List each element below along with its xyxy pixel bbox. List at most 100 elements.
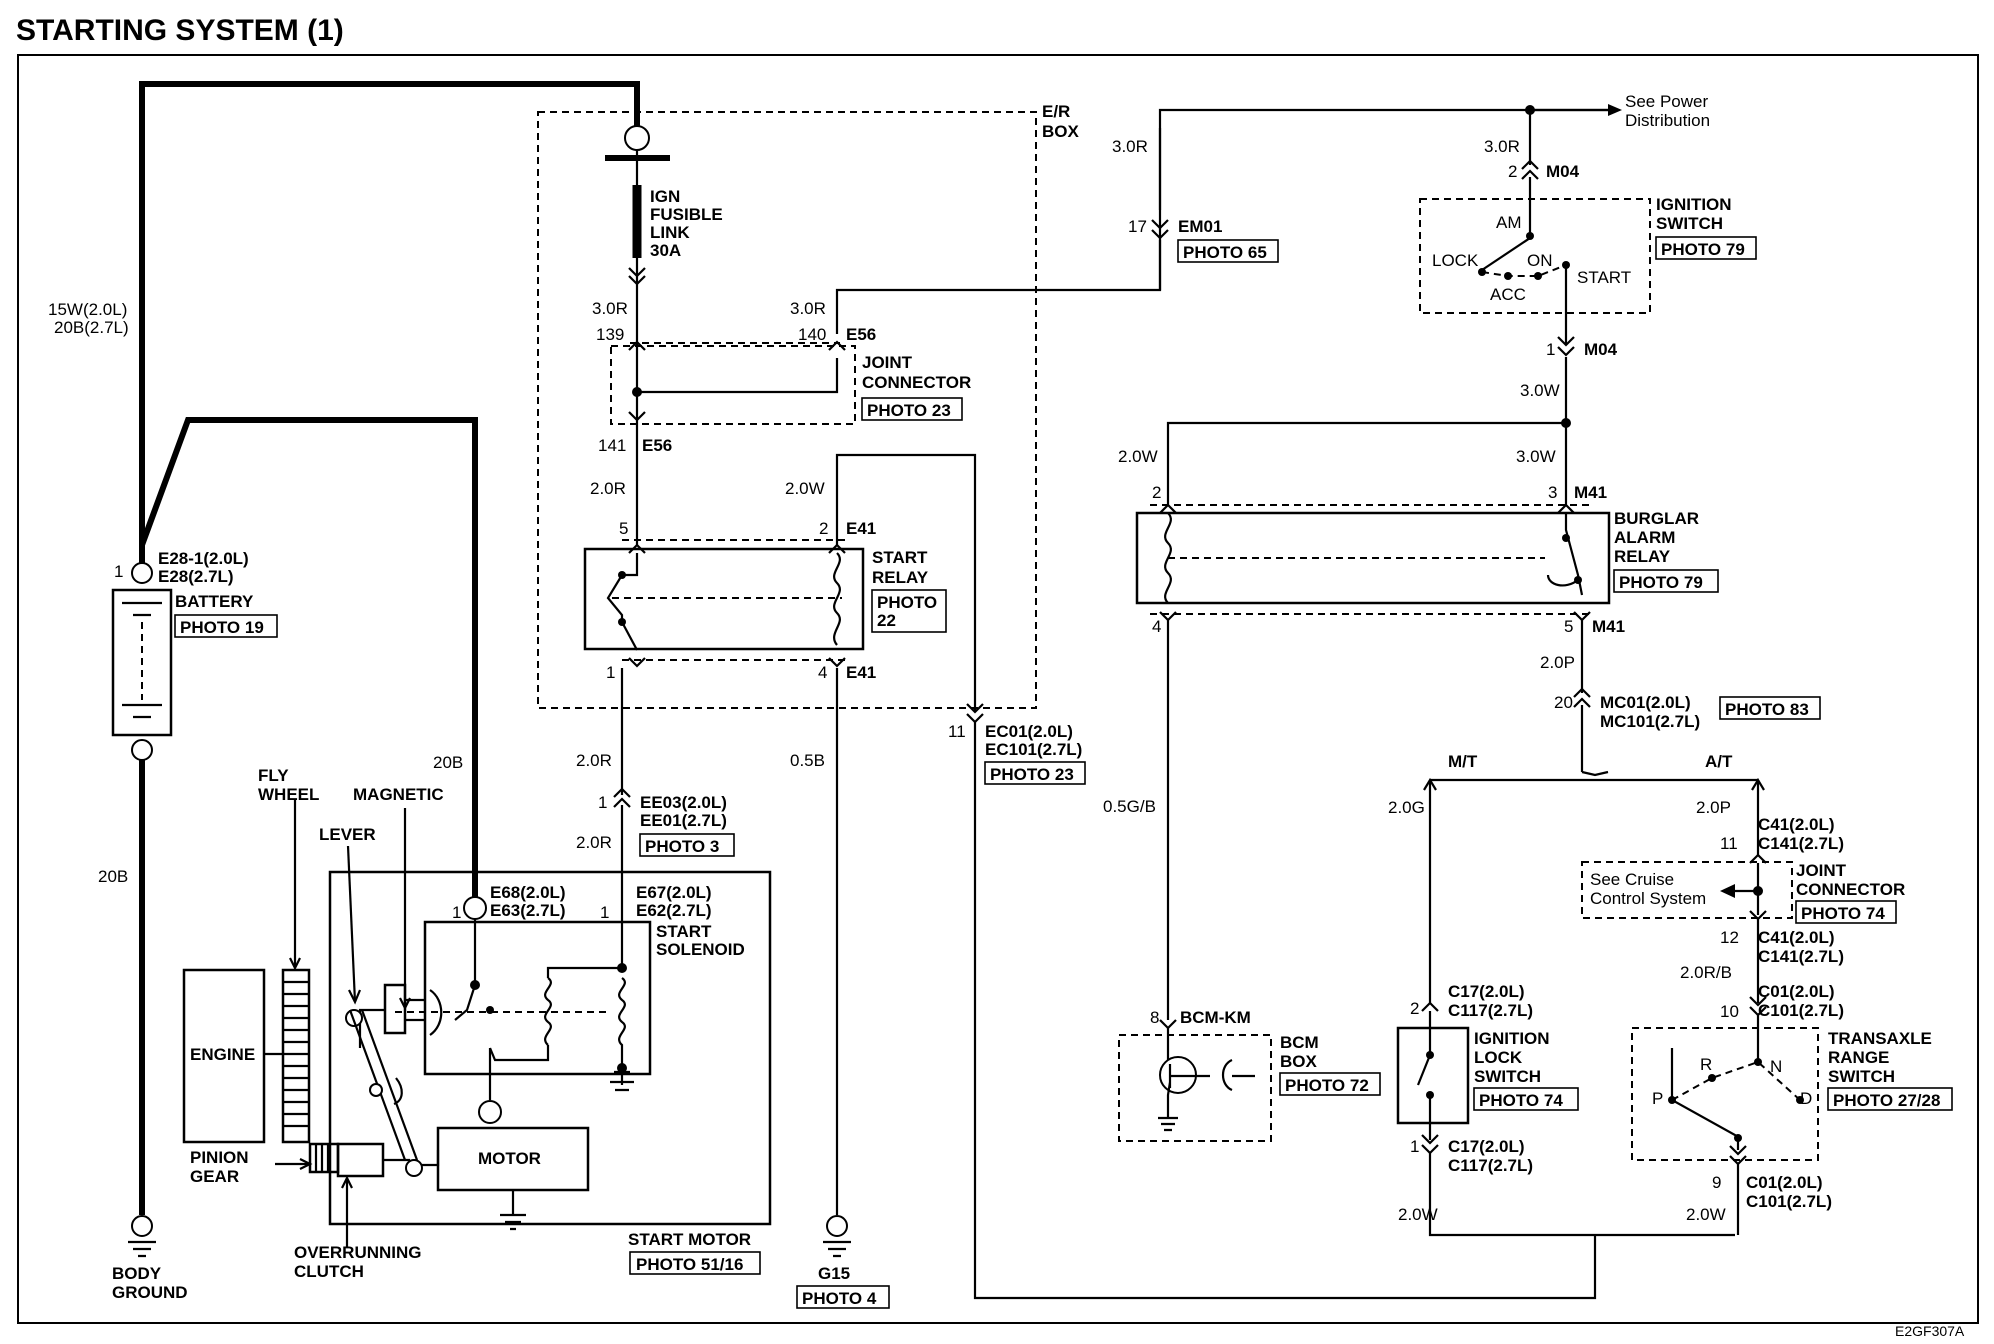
mt-label: M/T [1448, 752, 1478, 771]
battery-photo-box [174, 614, 278, 638]
motor-brush-terminal [478, 1100, 502, 1124]
relay-pin1: 1 [606, 663, 615, 682]
solenoid-label-b: SOLENOID [656, 940, 745, 959]
pinion-gear [308, 1142, 340, 1174]
engine-label: ENGINE [190, 1045, 255, 1064]
mc-photo-box [1719, 696, 1821, 720]
battery-conn-a: E28-1(2.0L) [158, 549, 249, 568]
g15-photo: PHOTO 4 [802, 1289, 877, 1308]
start-solenoid-box [423, 920, 652, 1076]
relay-pin4: 4 [818, 663, 827, 682]
em01-photo-box [1177, 239, 1279, 263]
ec01-conn-a: EC01(2.0L) [985, 722, 1073, 741]
relay-wire-in: 2.0R [590, 479, 626, 498]
g15-label: G15 [818, 1264, 850, 1283]
transaxle-range-switch-box [1631, 1027, 1819, 1161]
ec01-section: 11 EC01(2.0L) EC101(2.7L) PHOTO 23 [948, 700, 1597, 1300]
mt-photo-box [1473, 1087, 1579, 1111]
ignition-lock-switch-box [1396, 1026, 1470, 1125]
e67-pin: 1 [600, 903, 609, 922]
battery-body [111, 588, 173, 737]
ign-start: START [1577, 268, 1631, 287]
bcm-box [1118, 1034, 1272, 1142]
burglar-pin4: 4 [1152, 617, 1161, 636]
overrunning-clutch [336, 1142, 385, 1178]
er-joint-photo-box [861, 397, 963, 421]
er-box-section: E/R BOX IGN FUSIBLE LINK 30A 3.0R 3.0R 1… [537, 102, 1162, 709]
ec01-photo: PHOTO 23 [990, 765, 1074, 784]
magnetic-plunger [383, 983, 407, 1035]
bcm-label-b: BOX [1280, 1052, 1318, 1071]
er-conn-e56-top: E56 [846, 325, 876, 344]
ign-photo: PHOTO 79 [1661, 240, 1745, 259]
burglar-wire-left: 2.0W [1118, 447, 1158, 466]
solenoid-label-a: START [656, 922, 712, 941]
at-wire-rb: 2.0R/B [1680, 963, 1732, 982]
at-joint-photo-box [1795, 900, 1897, 924]
fly-wheel-label-b: WHEEL [258, 785, 319, 804]
at-c41-a: C41(2.0L) [1758, 815, 1835, 834]
at-label: A/T [1705, 752, 1733, 771]
em01-wire: 3.0R [1112, 137, 1148, 156]
er-pin-139: 139 [596, 325, 624, 344]
er-joint-photo: PHOTO 23 [867, 401, 951, 420]
range-photo-box [1827, 1087, 1953, 1111]
em01-conn: EM01 [1178, 217, 1222, 236]
start-motor-box [328, 870, 772, 1226]
battery-wire-motor: 20B [433, 753, 463, 772]
burglar-pin5: 5 [1564, 617, 1573, 636]
mc-photo: PHOTO 83 [1725, 700, 1809, 719]
range-label-a: TRANSAXLE [1828, 1029, 1932, 1048]
g15-terminal [826, 1215, 848, 1237]
burglar-conn-top: M41 [1574, 483, 1607, 502]
burglar-photo-box [1613, 569, 1719, 593]
burglar-wire-right: 3.0W [1516, 447, 1556, 466]
mt-c17-pin: 2 [1410, 999, 1419, 1018]
at-c41b-a: C41(2.0L) [1758, 928, 1835, 947]
see-power-a: See Power [1625, 92, 1708, 111]
at-c01-pin: 10 [1720, 1002, 1739, 1021]
see-power-b: Distribution [1625, 111, 1710, 130]
body-ground-a: BODY [112, 1264, 162, 1283]
relay-label-b: RELAY [872, 568, 929, 587]
bcm-conn: BCM-KM [1180, 1008, 1251, 1027]
er-box-label-b: BOX [1042, 122, 1080, 141]
figure-code: E2GF307A [1895, 1323, 1965, 1339]
pinion-label-b: GEAR [190, 1167, 239, 1186]
ee-pin: 1 [598, 793, 607, 812]
bcm-section: 0.5G/B 8 BCM-KM BCM BOX PHOTO 72 [1103, 620, 1381, 1142]
see-cruise-a: See Cruise [1590, 870, 1674, 889]
er-joint-a: JOINT [862, 353, 913, 372]
page-title: STARTING SYSTEM (1) [16, 14, 344, 47]
e68-b: E63(2.7L) [490, 901, 566, 920]
at-joint-b: CONNECTOR [1796, 880, 1905, 899]
em01-section: 3.0R 17 EM01 PHOTO 65 [1112, 108, 1608, 290]
transmission-branches: M/T A/T 2.0G 2 C17(2.0L) C117(2.7L) IGNI… [1388, 752, 1953, 1255]
clutch-label-b: CLUTCH [294, 1262, 364, 1281]
clutch-label-a: OVERRUNNING [294, 1243, 422, 1262]
range-n: N [1770, 1057, 1782, 1076]
ee-a: EE03(2.0L) [640, 793, 727, 812]
burglar-label-a: BURGLAR [1614, 509, 1699, 528]
battery-terminal-bottom [131, 739, 153, 761]
diagram-frame [17, 54, 1979, 1324]
ign-lock: LOCK [1432, 251, 1479, 270]
mt-c17-b: C117(2.7L) [1448, 1001, 1533, 1020]
relay-pin2: 2 [819, 519, 828, 538]
e68-a: E68(2.0L) [490, 883, 566, 902]
ign-photo-box [1655, 236, 1757, 260]
mt-switch-c: SWITCH [1474, 1067, 1541, 1086]
range-label-c: SWITCH [1828, 1067, 1895, 1086]
solenoid-terminal-b [463, 896, 487, 920]
mt-photo: PHOTO 74 [1479, 1091, 1563, 1110]
fusible-link-d: 30A [650, 241, 681, 260]
start-motor-section: 2.0R 1 EE03(2.0L) EE01(2.7L) 2.0R PHOTO … [182, 668, 890, 1309]
burglar-conn-bottom: M41 [1592, 617, 1625, 636]
body-ground-b: GROUND [112, 1283, 188, 1302]
pinion-label-a: PINION [190, 1148, 249, 1167]
mt-c17b-a: C17(2.0L) [1448, 1137, 1525, 1156]
burglar-relay-box [1135, 511, 1611, 605]
fly-wheel [281, 968, 311, 1144]
ign-on: ON [1527, 251, 1553, 270]
at-wire: 2.0P [1696, 798, 1731, 817]
